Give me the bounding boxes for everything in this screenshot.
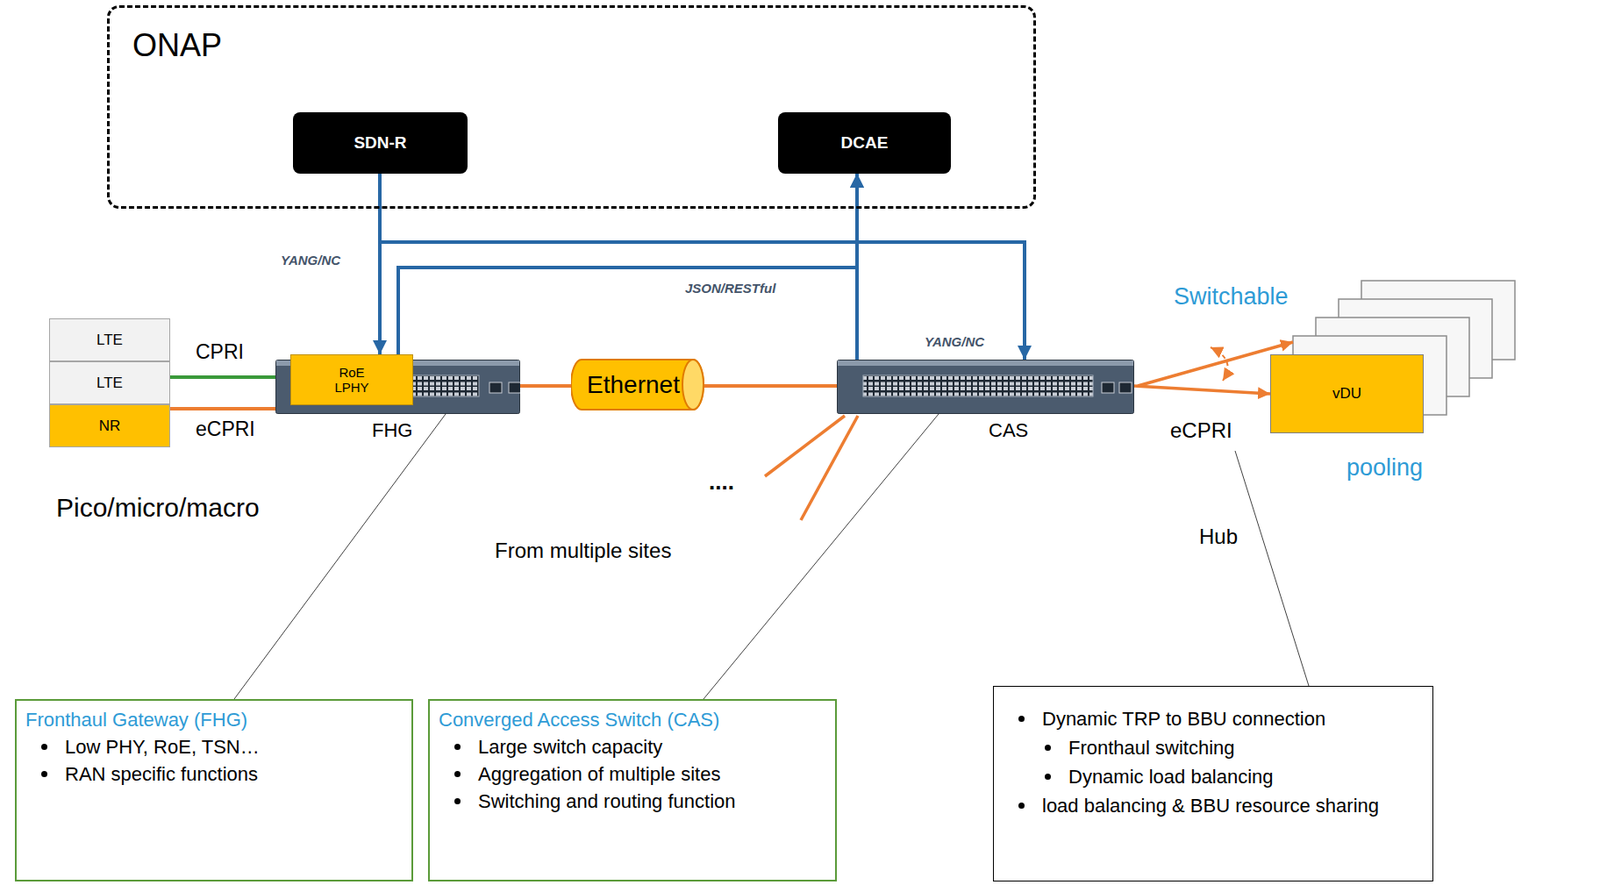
connector <box>170 375 276 379</box>
bullet-text: Dynamic load balancing <box>1068 762 1274 792</box>
fhg-note: Fronthaul Gateway (FHG)Low PHY, RoE, TSN… <box>14 699 414 882</box>
node-text: LTE <box>96 331 123 350</box>
pooling-label: pooling <box>1346 454 1423 482</box>
node-text: Ethernet <box>586 371 680 400</box>
cas-note: Converged Access Switch (CAS)Large switc… <box>428 699 837 882</box>
edge-label: CPRI <box>193 340 246 365</box>
lte-cell: LTE <box>49 318 171 362</box>
switch-label: CAS <box>988 419 1029 443</box>
cas-switch: CAS <box>836 359 1135 415</box>
region-title: ONAP <box>132 27 222 65</box>
list-row: Dynamic load balancing <box>1000 762 1426 792</box>
list-row: Converged Access Switch (CAS) <box>436 706 829 734</box>
bullet-text: Low PHY, RoE, TSN… <box>64 733 260 761</box>
hub-note: Dynamic TRP to BBU connectionFronthaul s… <box>992 685 1434 882</box>
edge-label: eCPRI <box>193 417 258 442</box>
sdnr-box: SDN-R <box>292 112 468 174</box>
connector <box>170 407 276 411</box>
connector <box>234 414 446 700</box>
roe-lphy-box: RoE LPHY <box>290 354 414 406</box>
node-text: NR <box>99 417 122 436</box>
ellipsis-label: .... <box>708 468 735 496</box>
bullet-text: load balancing & BBU resource sharing <box>1042 791 1379 821</box>
dcae-box: DCAE <box>778 112 951 174</box>
connector <box>379 173 1025 360</box>
node-text: DCAE <box>841 133 889 153</box>
bullet-dot <box>1044 773 1051 780</box>
site-link <box>800 415 858 521</box>
nr-cell: NR <box>49 404 171 448</box>
bullet-dot <box>454 771 461 778</box>
edge-label: JSON/RESTful <box>683 280 778 296</box>
site-type-label: Pico/micro/macro <box>56 492 260 523</box>
lte-cell: LTE <box>49 361 171 405</box>
bullet-dot <box>1018 715 1025 722</box>
connector <box>855 173 859 360</box>
edge-label: YANG/NC <box>922 334 986 350</box>
switch-icon <box>836 359 1135 415</box>
connector <box>703 414 939 700</box>
list-row: Dynamic TRP to BBU connection <box>1000 704 1426 734</box>
note-heading: Fronthaul Gateway (FHG) <box>25 706 248 734</box>
list-row: Large switch capacity <box>436 733 829 761</box>
connector <box>398 173 858 355</box>
bullet-text: Switching and routing function <box>478 787 736 815</box>
bullet-text: Fronthaul switching <box>1068 733 1236 763</box>
node-text: vDU <box>1332 385 1362 403</box>
node-text: RoE LPHY <box>325 364 379 395</box>
vdu-box: vDU <box>1270 354 1424 434</box>
hub-label: Hub <box>1199 524 1238 550</box>
bullet-dot <box>454 798 461 805</box>
switch-label: FHG <box>371 419 413 443</box>
sites-label: From multiple sites <box>494 538 672 564</box>
switchable-label: Switchable <box>1173 283 1289 311</box>
list-row: Switching and routing function <box>436 787 829 815</box>
list-row: Aggregation of multiple sites <box>436 760 829 788</box>
site-link <box>764 415 845 477</box>
ethernet-pipe: Ethernet <box>571 358 705 411</box>
bullet-dot <box>41 743 48 750</box>
list-row: Fronthaul Gateway (FHG) <box>23 706 405 734</box>
note-heading: Converged Access Switch (CAS) <box>438 706 720 734</box>
connector <box>704 384 837 388</box>
node-text: LTE <box>96 374 123 393</box>
connector <box>1134 385 1271 394</box>
bullet-dot <box>1018 802 1025 809</box>
bullet-text: Dynamic TRP to BBU connection <box>1042 704 1326 734</box>
onap-region: ONAP SDN-R DCAE <box>107 5 1036 209</box>
connector <box>520 384 572 388</box>
bullet-dot <box>454 743 461 750</box>
node-text: SDN-R <box>353 133 407 153</box>
leader-line <box>1235 450 1309 686</box>
bullet-text: RAN specific functions <box>64 760 258 788</box>
edge-label: YANG/NC <box>278 252 343 268</box>
switch-arc <box>1210 347 1229 381</box>
bullet-text: Aggregation of multiple sites <box>478 760 721 788</box>
fhg-switch: FHGRoE LPHY <box>275 359 521 415</box>
list-row: load balancing & BBU resource sharing <box>1000 791 1426 821</box>
list-row: RAN specific functions <box>23 760 405 788</box>
bullet-dot <box>1044 744 1051 751</box>
list-row: Fronthaul switching <box>1000 733 1426 763</box>
list-row: Low PHY, RoE, TSN… <box>23 733 405 761</box>
bullet-text: Large switch capacity <box>478 733 663 761</box>
edge-label: eCPRI <box>1168 418 1235 443</box>
bullet-dot <box>41 771 48 778</box>
